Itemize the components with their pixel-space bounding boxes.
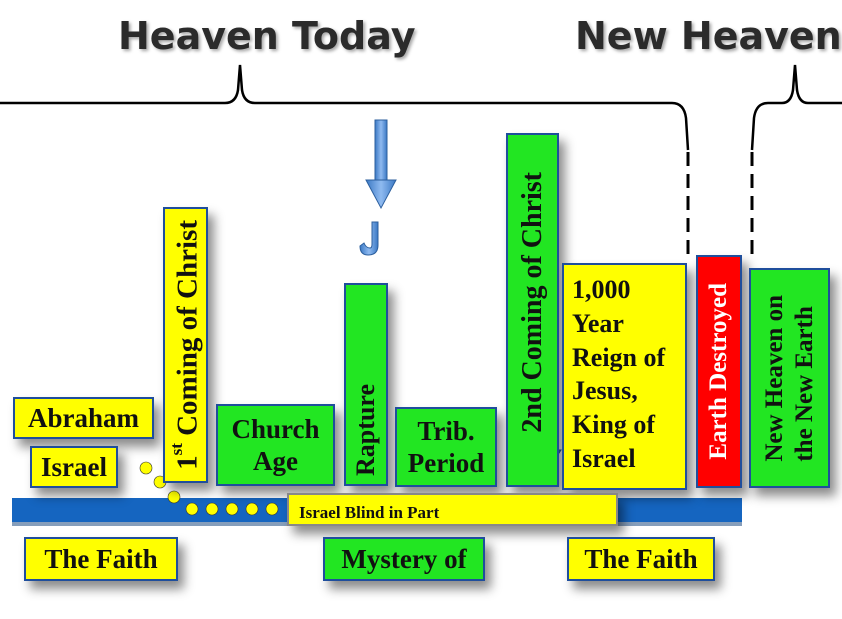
israel-box: Israel <box>30 446 118 488</box>
rapture-label: Rapture <box>351 384 380 476</box>
faith-left-box: The Faith <box>24 537 178 581</box>
israel-label: Israel <box>41 451 107 482</box>
new-heaven-brace <box>750 64 842 151</box>
dotted-trail <box>139 461 279 516</box>
trib-period-box: Trib. Period <box>395 407 497 487</box>
abraham-box: Abraham <box>13 397 154 439</box>
church-age-box: Church Age <box>216 404 335 486</box>
new-heaven-heading: New Heaven <box>575 14 842 58</box>
mystery-label: Mystery of <box>341 543 467 574</box>
faith-right-label: The Faith <box>584 543 698 574</box>
earth-destroyed-box: Earth Destroyed <box>696 255 742 488</box>
second-coming-label: 2nd Coming of Christ <box>516 172 548 433</box>
millennium-box: 1,000 Year Reign of Jesus, King of Israe… <box>562 263 687 490</box>
israel-blind-bar: Israel Blind in Part <box>287 493 618 526</box>
millennium-line1: 1,000 <box>572 275 631 304</box>
millennium-line4: Jesus, <box>572 376 638 406</box>
heaven-today-brace <box>0 64 690 151</box>
trib-line1: Trib. <box>417 415 475 446</box>
hook-arrow <box>359 221 379 256</box>
descending-arrow <box>365 119 397 210</box>
millennium-line2: Year <box>572 308 624 338</box>
first-coming-label: 1st Coming of Christ <box>166 220 204 470</box>
heaven-today-heading: Heaven Today <box>118 14 416 58</box>
church-age-line2: Age <box>253 446 298 476</box>
millennium-line5: King of <box>572 410 656 440</box>
millennium-line3: Reign of <box>572 342 666 372</box>
abraham-label: Abraham <box>27 402 139 433</box>
faith-right-box: The Faith <box>567 537 715 581</box>
earth-destroyed-label: Earth Destroyed <box>705 283 732 460</box>
first-coming-box: 1st Coming of Christ <box>163 207 208 483</box>
rapture-box: Rapture <box>344 283 388 486</box>
millennium-line6: Israel <box>572 443 636 473</box>
church-age-line1: Church <box>231 413 320 444</box>
mystery-box: Mystery of <box>323 537 485 581</box>
faith-left-label: The Faith <box>44 543 158 574</box>
israel-blind-label: Israel Blind in Part <box>299 503 440 522</box>
second-coming-box: 2nd Coming of Christ <box>506 133 559 487</box>
trib-line2: Period <box>407 448 485 478</box>
